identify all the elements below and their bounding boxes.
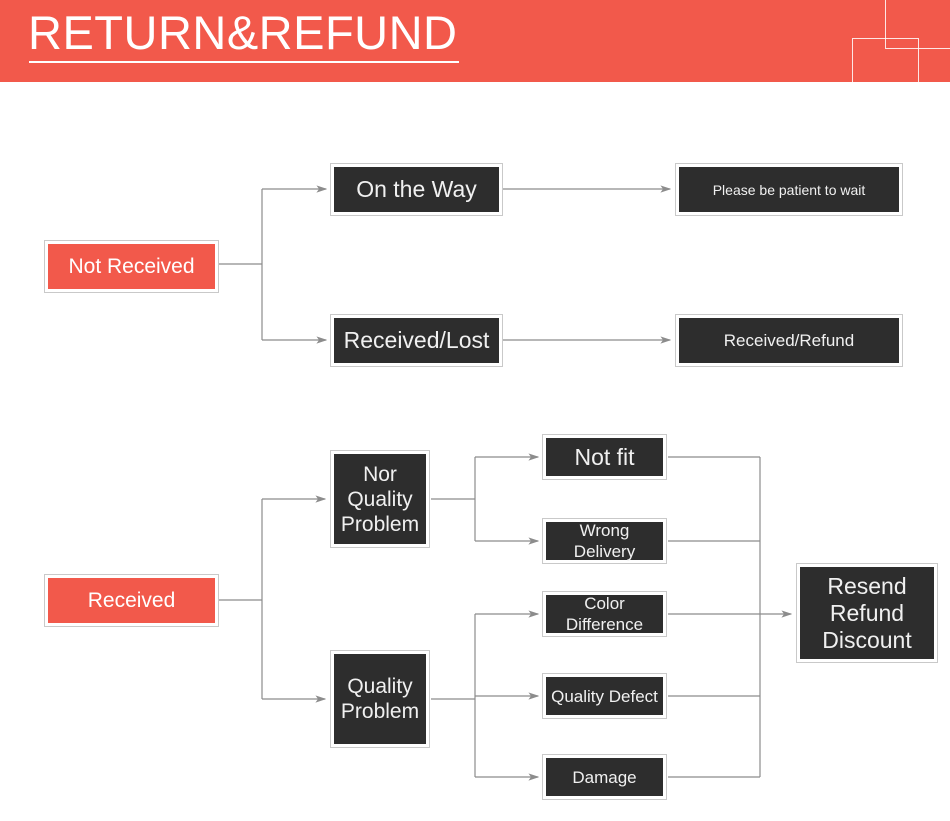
node-received-refund[interactable]: Received/Refund [675,314,903,367]
node-quality-defect[interactable]: Quality Defect [542,673,667,719]
node-color-difference[interactable]: Color Difference [542,591,667,637]
node-damage[interactable]: Damage [542,754,667,800]
node-quality-defect-label: Quality Defect [546,677,663,715]
node-on-the-way[interactable]: On the Way [330,163,503,216]
node-please-be-patient-to-wait-label: Please be patient to wait [679,167,899,212]
node-resend-refund-discount-label: Resend Refund Discount [800,567,934,659]
node-not-received-label: Not Received [48,244,215,289]
node-received-lost-label: Received/Lost [334,318,499,363]
node-wrong-delivery-label: Wrong Delivery [546,521,663,561]
node-received[interactable]: Received [44,574,219,627]
node-wrong-delivery[interactable]: Wrong Delivery [542,518,667,564]
node-on-the-way-label: On the Way [334,167,499,212]
decorative-square-lower-icon [852,38,919,82]
node-received-label: Received [48,578,215,623]
node-nor-quality-problem-label: Nor Quality Problem [334,454,426,544]
page-title: RETURN&REFUND [28,6,458,59]
node-nor-quality-problem[interactable]: Nor Quality Problem [330,450,430,548]
node-received-lost[interactable]: Received/Lost [330,314,503,367]
page-header: RETURN&REFUND [0,0,950,82]
node-quality-problem-label: Quality Problem [334,654,426,744]
flow-canvas: Not Received On the Way Received/Lost Pl… [0,82,950,821]
node-color-difference-label: Color Difference [546,594,663,634]
node-please-be-patient-to-wait[interactable]: Please be patient to wait [675,163,903,216]
node-resend-refund-discount[interactable]: Resend Refund Discount [796,563,938,663]
connector-lines [219,185,793,781]
decorative-square-upper-icon [885,0,950,49]
node-damage-label: Damage [546,758,663,796]
node-not-fit[interactable]: Not fit [542,434,667,480]
node-not-fit-label: Not fit [546,438,663,476]
title-underline [29,61,459,63]
node-received-refund-label: Received/Refund [679,318,899,363]
node-not-received[interactable]: Not Received [44,240,219,293]
node-quality-problem[interactable]: Quality Problem [330,650,430,748]
